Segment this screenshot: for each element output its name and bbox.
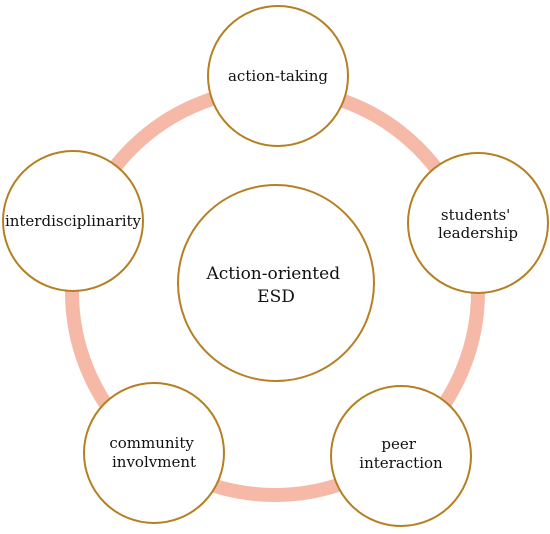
node-label-line: peer <box>381 435 416 453</box>
node-circle <box>330 385 472 527</box>
node-community-involvment: community involvment <box>83 382 225 524</box>
node-circle <box>83 382 225 524</box>
center-label-line: Action-oriented <box>206 264 341 284</box>
node-label-line: action-taking <box>228 67 328 85</box>
node-circle <box>2 150 144 292</box>
node-label-line: students' <box>441 206 510 224</box>
node-circle <box>407 152 549 294</box>
node-action-taking: action-taking <box>207 5 349 147</box>
node-interdisciplinarity: interdisciplinarity <box>2 150 144 292</box>
center-circle <box>177 184 375 382</box>
node-label: peer interaction <box>359 435 443 472</box>
node-label: community involvment <box>109 434 198 471</box>
node-label-line: interaction <box>359 454 443 472</box>
node-students-leadership: students' leadership <box>407 152 549 294</box>
center-node: Action-oriented ESD <box>177 184 375 382</box>
node-label-line: leadership <box>438 224 518 242</box>
center-label-line: ESD <box>257 287 295 307</box>
node-label-line: interdisciplinarity <box>5 212 142 230</box>
node-peer-interaction: peer interaction <box>330 385 472 527</box>
center-label: Action-oriented ESD <box>206 264 346 307</box>
node-label-line: involvment <box>112 453 196 471</box>
node-label: action-taking <box>228 67 328 85</box>
node-circle <box>207 5 349 147</box>
node-label-line: community <box>109 434 194 452</box>
node-label: students' leadership <box>438 206 518 242</box>
node-label: interdisciplinarity <box>5 212 142 230</box>
